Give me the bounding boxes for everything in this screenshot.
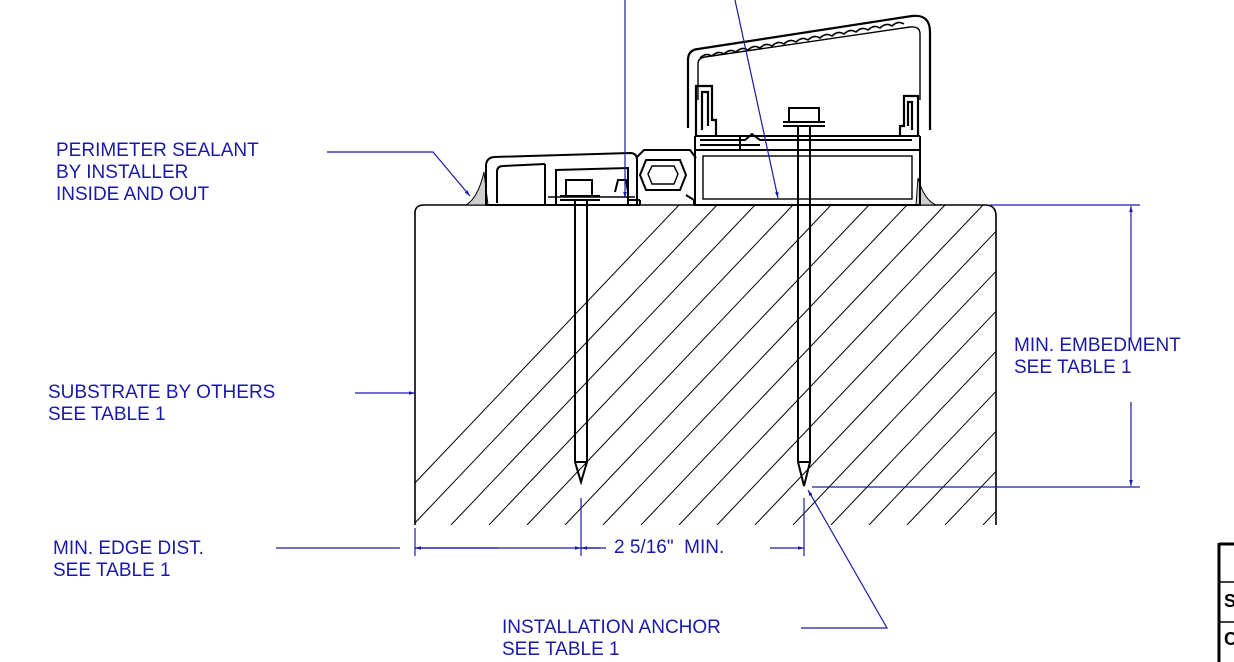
hatch-line xyxy=(564,205,870,525)
anchor-left xyxy=(574,200,588,486)
hatch-line xyxy=(640,205,946,525)
hatch-line xyxy=(678,205,984,525)
anchor-head-right xyxy=(783,107,825,127)
hatch-line xyxy=(754,205,996,525)
substrate-label: SUBSTRATE BY OTHERS SEE TABLE 1 xyxy=(48,382,276,425)
hatch-line xyxy=(488,205,794,525)
hatch-line xyxy=(906,205,996,525)
threshold-cover xyxy=(686,14,932,136)
leaders xyxy=(276,0,1140,629)
title-block-letter-c: C xyxy=(1224,629,1234,649)
anchor-right xyxy=(797,126,811,487)
hatch-line xyxy=(1211,205,1234,525)
hatch-line xyxy=(450,205,756,525)
anchor-head-left xyxy=(560,179,600,201)
min-embedment-label: MIN. EMBEDMENT SEE TABLE 1 xyxy=(1014,335,1181,378)
substrate-outline xyxy=(414,204,997,525)
installation-anchor-label: INSTALLATION ANCHOR SEE TABLE 1 xyxy=(502,617,721,660)
min-edge-dist-label: MIN. EDGE DIST. SEE TABLE 1 xyxy=(53,538,204,581)
threshold-extrusion xyxy=(485,151,640,206)
hatch-line xyxy=(415,205,680,525)
sealant-fillets xyxy=(464,171,937,206)
anchor-spacing-dimension: 2 5/16" MIN. xyxy=(612,537,727,559)
hatch-line xyxy=(792,205,996,525)
hatch-line xyxy=(526,205,832,525)
hatch-line xyxy=(868,205,996,525)
hatch-line xyxy=(830,205,996,525)
hatch-line xyxy=(602,205,908,525)
perimeter-sealant-label: PERIMETER SEALANT BY INSTALLER INSIDE AN… xyxy=(56,140,259,205)
hatch-line xyxy=(415,205,718,525)
hatch-line xyxy=(716,205,996,525)
hatch-line xyxy=(1173,205,1234,525)
thermal-break xyxy=(635,149,697,205)
title-block-fragment xyxy=(1217,542,1234,662)
main-frame-extrusion xyxy=(694,132,921,206)
title-block-letter-s: S xyxy=(1224,591,1234,611)
